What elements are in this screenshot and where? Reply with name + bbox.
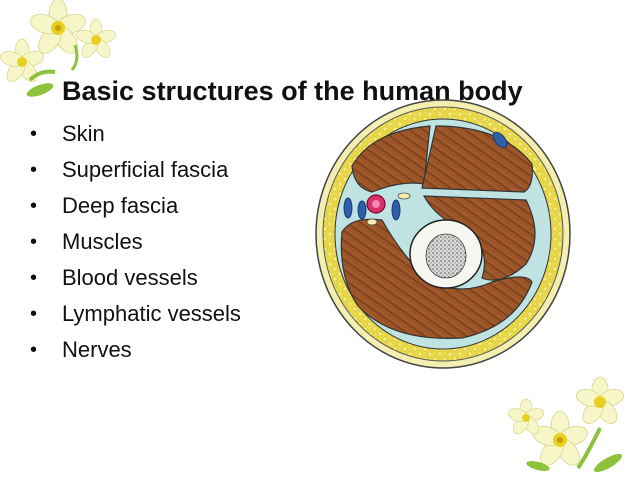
bullet-item: • Deep fascia [30,188,241,224]
bullet-item: • Blood vessels [30,260,241,296]
superficial-vein-icon [492,131,508,149]
bullet-text: Muscles [62,229,143,254]
bullet-item: • Lymphatic vessels [30,296,241,332]
bullet-item: • Muscles [30,224,241,260]
bullet-dot: • [30,195,38,217]
daffodil-flowers-top-left [0,0,116,97]
vein-icon [357,200,367,220]
bullet-item: • Nerves [30,332,241,368]
bullet-text: Deep fascia [62,193,179,218]
bullet-text: Superficial fascia [62,157,229,182]
bullet-text: Blood vessels [62,265,198,290]
vein-icon [391,199,401,221]
limb-cross-section-illustration [315,99,571,369]
vein-icon [343,197,353,219]
bullet-dot: • [30,339,38,361]
bullet-dot: • [30,123,38,145]
bullet-text: Skin [62,121,105,146]
bullet-text: Lymphatic vessels [62,301,241,326]
bullet-item: • Superficial fascia [30,152,241,188]
bone-marrow [425,233,467,279]
bullet-dot: • [30,231,38,253]
nerve-icon [397,192,411,200]
nerve-icon [366,218,378,226]
bullet-item: • Skin [30,116,241,152]
muscle-lower [340,218,533,339]
bullet-list: • Skin • Superficial fascia • Deep fascia •… [30,116,241,368]
bullet-dot: • [30,267,38,289]
bullet-dot: • [30,159,38,181]
bullet-text: Nerves [62,337,132,362]
daffodil-flowers-bottom-right [508,376,625,473]
bullet-dot: • [30,303,38,325]
muscle-upper-left [351,125,431,193]
